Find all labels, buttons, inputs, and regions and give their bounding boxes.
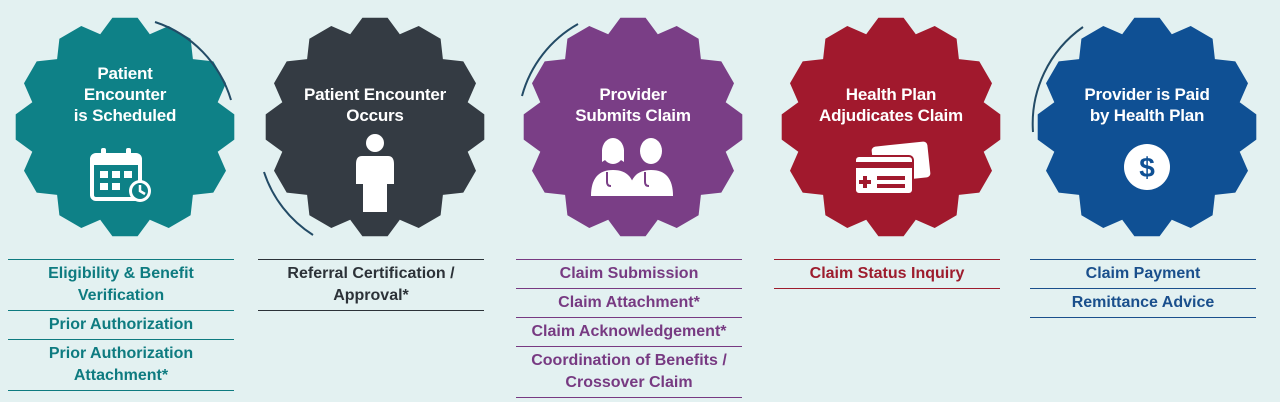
gear-shape (15, 17, 235, 237)
transaction-item: Claim Status Inquiry (774, 259, 1000, 289)
cycle-arc (263, 171, 314, 236)
transaction-item: Eligibility & Benefit Verification (8, 259, 234, 311)
transaction-item: Claim Submission (516, 259, 742, 289)
transaction-item: Claim Payment (1030, 259, 1256, 289)
gear-shape (1031, 17, 1257, 237)
calendar-clock-icon (90, 148, 151, 202)
gear (523, 17, 743, 237)
transaction-item: Prior Authorization Attachment* (8, 340, 234, 391)
gear (15, 17, 235, 237)
dollar-coin-icon: $ (1124, 144, 1170, 190)
transaction-list: Referral Certification / Approval* (258, 259, 484, 311)
cycle-arc (1031, 26, 1084, 133)
transaction-item: Claim Attachment* (516, 289, 742, 318)
gear (1037, 17, 1257, 237)
gear-shape (781, 17, 1001, 237)
transaction-item: Referral Certification / Approval* (258, 259, 484, 311)
insurance-card-icon (854, 141, 931, 195)
gear-shape (263, 17, 485, 237)
gear-shape (521, 17, 743, 237)
cycle-arc (521, 23, 579, 97)
doctors-icon (591, 138, 673, 196)
gear (781, 17, 1001, 237)
transaction-item: Remittance Advice (1030, 289, 1256, 318)
svg-text:$: $ (1139, 152, 1155, 183)
patient-person-icon (356, 134, 394, 212)
transaction-item: Coordination of Benefits / Crossover Cla… (516, 347, 742, 398)
transaction-item: Claim Acknowledgement* (516, 318, 742, 347)
cycle-arc (154, 21, 232, 101)
gear (265, 17, 485, 237)
transaction-item: Prior Authorization (8, 311, 234, 340)
transaction-list: Claim Status Inquiry (774, 259, 1000, 289)
